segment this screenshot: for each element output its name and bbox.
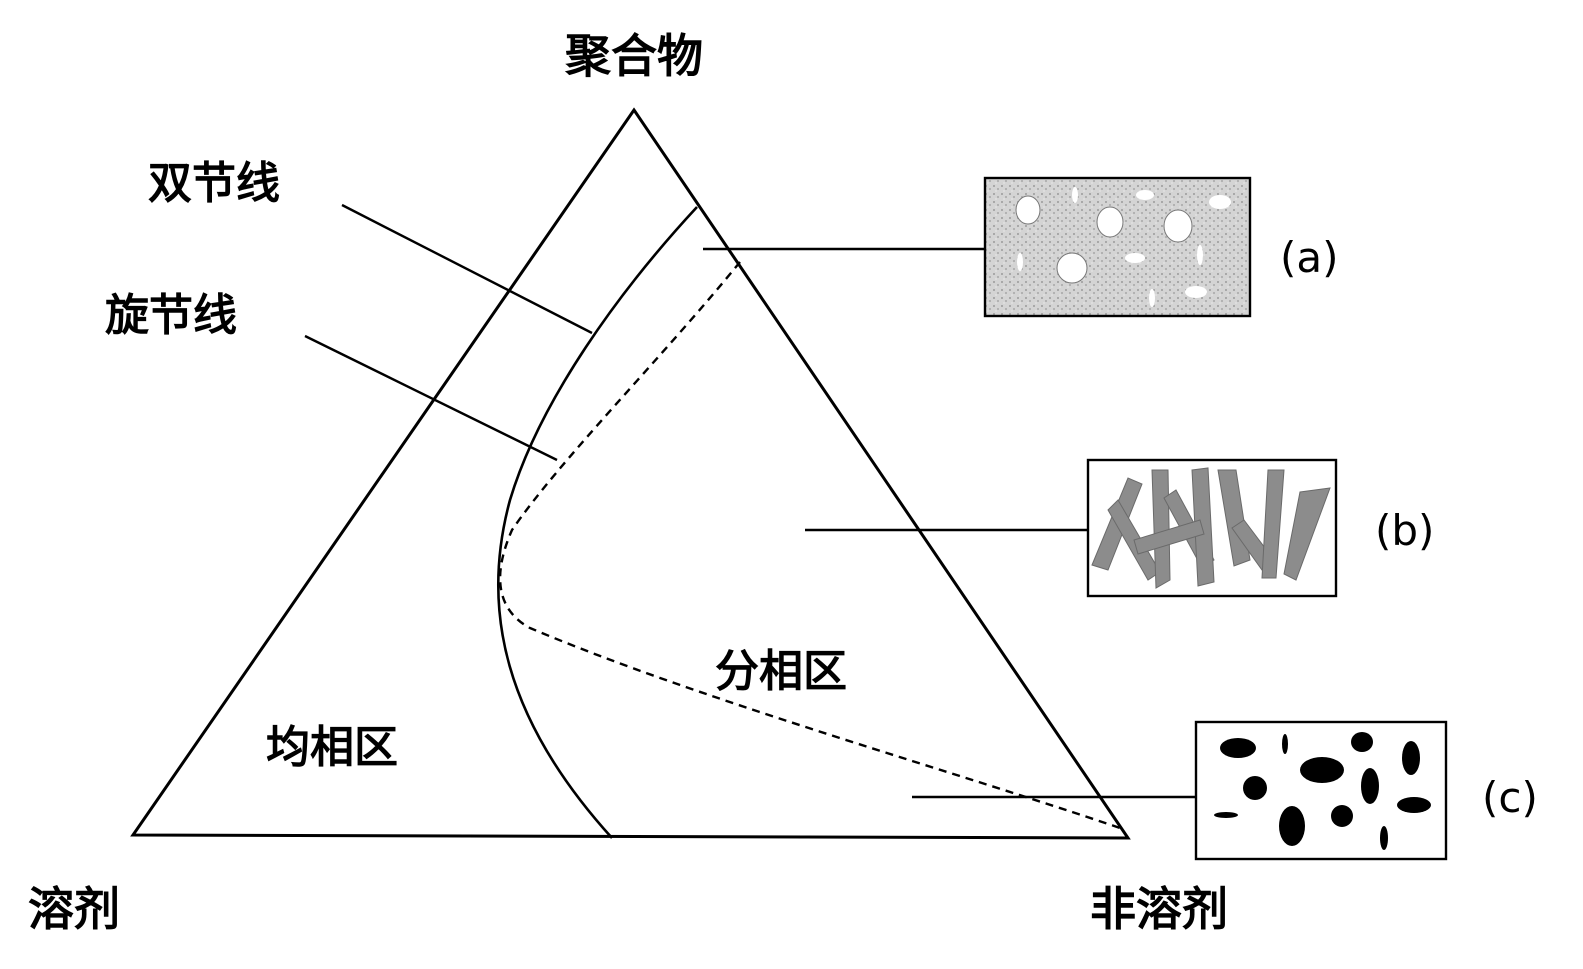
spinodal-leader-line (304, 334, 558, 462)
morphology-label-b: (b) (1375, 506, 1434, 555)
vertex-label-solvent: 溶剂 (28, 882, 120, 936)
ternary-triangle (130, 107, 1131, 840)
morphology-label-a: (a) (1280, 233, 1339, 282)
vertex-label-nonsolvent: 非溶剂 (1090, 882, 1228, 936)
vertex-label-polymer: 聚合物 (564, 29, 703, 83)
morphology-label-c: (c) (1482, 773, 1538, 822)
morphology-inset-a (983, 176, 1252, 318)
binodal-curve (496, 206, 698, 839)
spinodal-curve (499, 261, 1121, 830)
binodal-leader-line (341, 203, 593, 335)
binodal-label: 双节线 (148, 158, 280, 209)
spinodal-label: 旋节线 (105, 290, 237, 341)
phase-separation-region-label: 分相区 (715, 646, 847, 697)
morphology-inset-b (1086, 458, 1338, 598)
homogeneous-region-label: 均相区 (266, 722, 398, 773)
morphology-inset-c (1194, 720, 1448, 861)
